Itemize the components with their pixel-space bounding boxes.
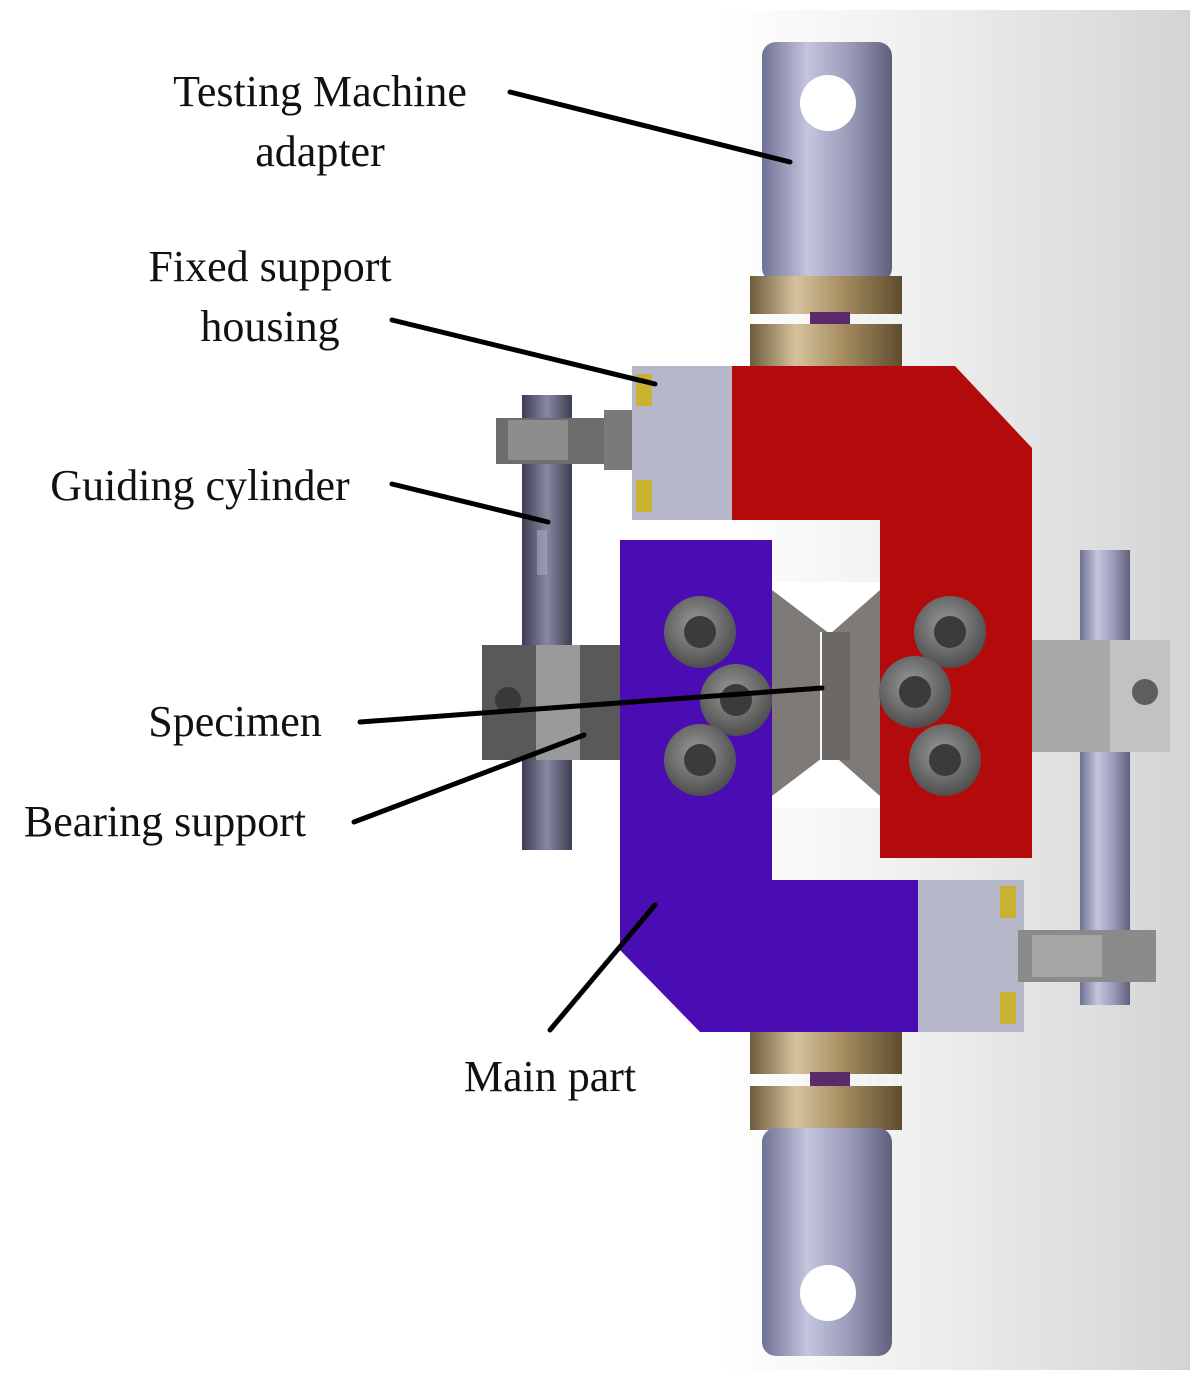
leader-fixed-support-housing bbox=[389, 317, 658, 387]
bottom-adapter bbox=[762, 1128, 892, 1356]
leader-specimen bbox=[357, 685, 825, 725]
bearing-support-left bbox=[482, 645, 622, 760]
bolts-main-part bbox=[664, 596, 772, 796]
bearing-support-right bbox=[1032, 640, 1170, 752]
label-fixed-support-housing: Fixed support housing bbox=[105, 237, 435, 357]
guide-bracket-bottom-right bbox=[1018, 930, 1156, 982]
label-guiding-cylinder: Guiding cylinder bbox=[50, 461, 350, 510]
leader-testing-machine-adapter bbox=[507, 89, 793, 165]
bolts-fixed-support bbox=[879, 596, 986, 796]
bottom-nuts bbox=[750, 1032, 902, 1130]
top-nuts bbox=[750, 276, 902, 368]
guide-bracket-top-left bbox=[496, 410, 636, 470]
label-bearing-support: Bearing support bbox=[23, 797, 307, 846]
label-testing-machine-adapter-line1: Testing Machine bbox=[173, 67, 467, 116]
label-testing-machine-adapter: Testing Machine adapter bbox=[140, 62, 500, 182]
label-testing-machine-adapter-line2: adapter bbox=[255, 127, 385, 176]
label-specimen: Specimen bbox=[148, 697, 322, 746]
leader-bearing-support bbox=[351, 732, 587, 825]
top-adapter bbox=[762, 42, 892, 282]
leader-main-part bbox=[547, 902, 658, 1033]
leader-guiding-cylinder bbox=[389, 481, 551, 525]
label-fixed-support-housing-line2: housing bbox=[200, 302, 340, 351]
guiding-cylinder-left bbox=[522, 395, 572, 850]
specimen bbox=[772, 582, 880, 808]
guiding-cylinder-right bbox=[1080, 550, 1130, 1005]
label-fixed-support-housing-line1: Fixed support bbox=[148, 242, 392, 291]
label-main-part: Main part bbox=[463, 1052, 637, 1101]
